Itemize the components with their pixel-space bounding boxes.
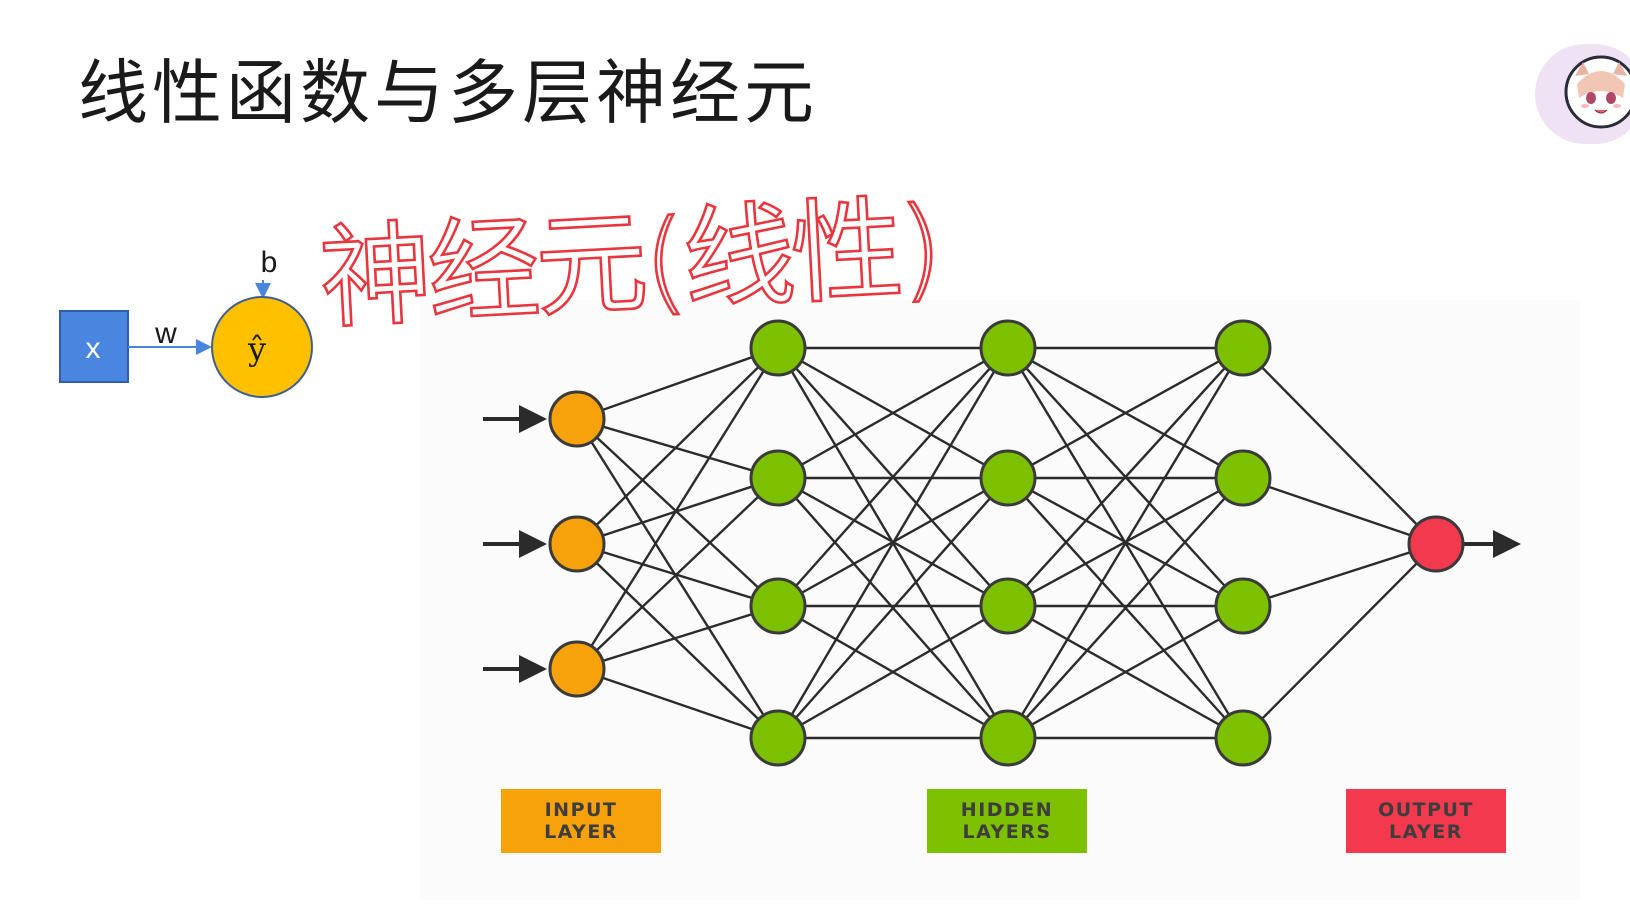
- avatar-icon: [1564, 55, 1630, 129]
- hidden-node: [979, 577, 1037, 635]
- network-edge: [576, 543, 779, 739]
- network-edge: [1242, 476, 1437, 546]
- network-edge: [1007, 604, 1244, 740]
- network-edge: [576, 417, 779, 480]
- network-edge: [777, 346, 1009, 480]
- network-edge: [1242, 542, 1437, 608]
- network-edge: [1007, 346, 1244, 480]
- network-edge: [777, 477, 1009, 739]
- weight-label: w: [154, 317, 177, 350]
- hidden-node: [749, 319, 807, 377]
- network-edge: [576, 476, 779, 546]
- network-edge: [1242, 347, 1437, 545]
- hidden-node: [749, 449, 807, 507]
- network-edge: [576, 418, 779, 607]
- x-input-label: x: [86, 332, 101, 365]
- hidden-node: [979, 449, 1037, 507]
- slide-title: 线性函数与多层神经元: [78, 52, 818, 134]
- network-edge: [576, 604, 779, 671]
- bias-label: b: [261, 246, 278, 279]
- network-edge: [575, 418, 780, 739]
- hidden-node: [979, 319, 1037, 377]
- hidden-node: [1214, 709, 1272, 767]
- legend-hidden-layers: HIDDEN LAYERS: [927, 789, 1087, 853]
- network-edge: [576, 347, 779, 545]
- avatar[interactable]: [1535, 44, 1630, 144]
- network-edge: [1007, 347, 1244, 607]
- network-edge: [575, 347, 780, 670]
- network-edge: [776, 347, 1010, 739]
- hidden-node: [979, 709, 1037, 767]
- hidden-node: [1214, 449, 1272, 507]
- hidden-node: [1214, 319, 1272, 377]
- legend-input-layer: INPUT LAYER: [501, 789, 661, 853]
- network-nodes: [548, 319, 1465, 767]
- network-edge: [576, 477, 779, 670]
- network-io-arrows: [483, 405, 1521, 683]
- x-input-box: [59, 310, 129, 383]
- input-node: [548, 515, 606, 573]
- hidden-node: [749, 577, 807, 635]
- handwritten-annotation: 神经元(线性): [317, 183, 942, 345]
- y-hat-label: ŷ: [247, 330, 266, 368]
- single-neuron: x w b ŷ: [59, 246, 313, 398]
- network-edge: [777, 347, 1009, 607]
- network-edge: [1006, 347, 1245, 739]
- legend-output-layer: OUTPUT LAYER: [1346, 789, 1506, 853]
- network-edge: [1242, 543, 1437, 739]
- input-node: [548, 390, 606, 448]
- y-hat-node: [211, 296, 313, 398]
- hidden-node: [1214, 577, 1272, 635]
- network-edge: [576, 346, 779, 421]
- network-edges: [575, 346, 1437, 740]
- network-edge: [1007, 477, 1244, 739]
- network-edge: [777, 604, 1009, 740]
- network-edge: [576, 667, 779, 740]
- hidden-node: [749, 709, 807, 767]
- output-node: [1407, 515, 1465, 573]
- input-node: [548, 640, 606, 698]
